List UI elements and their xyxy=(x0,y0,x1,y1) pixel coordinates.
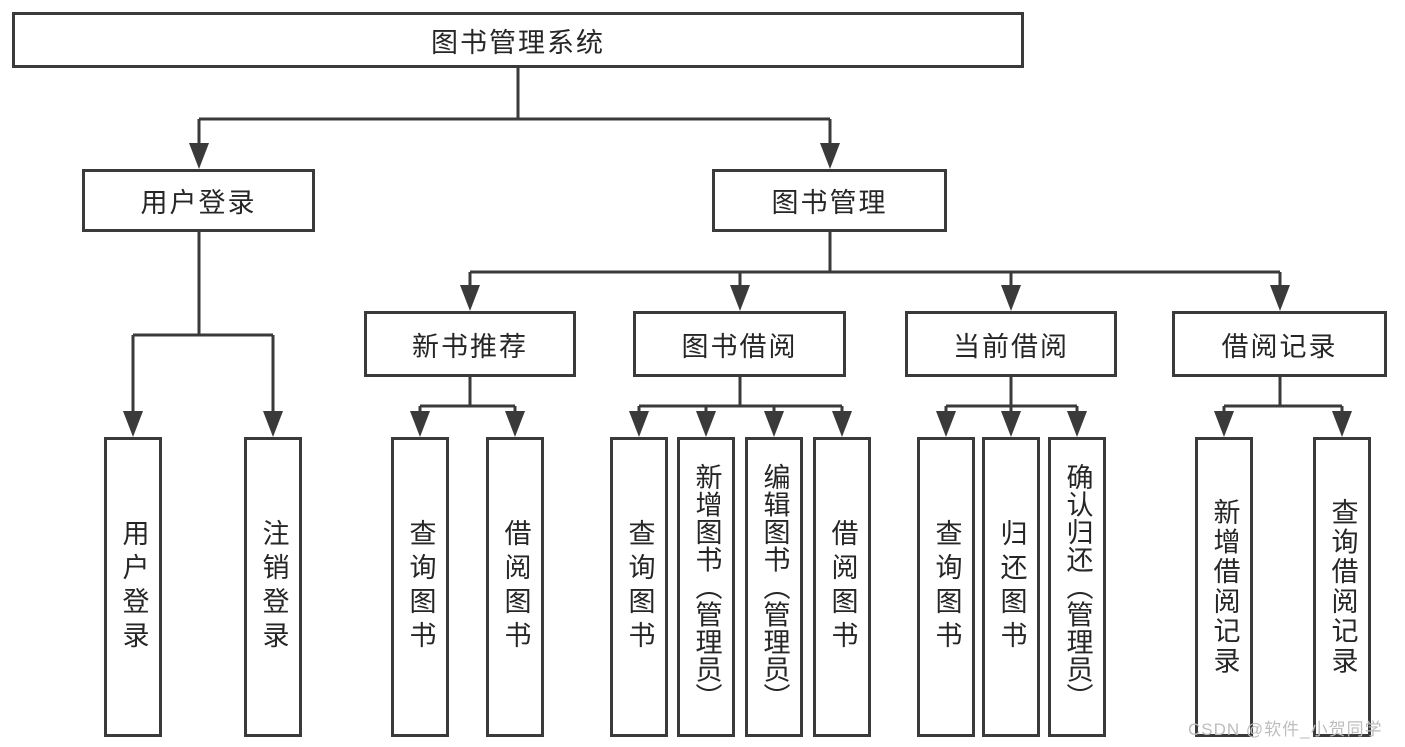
node-book-borrow-label: 图书借阅 xyxy=(681,331,798,362)
leaf-query-borrow-record: 查询借阅记录 xyxy=(1313,437,1371,737)
leaf-add-books-admin: 新增图书（管理员） xyxy=(677,437,735,737)
node-root-label: 图书管理系统 xyxy=(431,27,605,58)
connector-book-management-children xyxy=(460,232,1290,311)
leaf-user-login: 用户登录 xyxy=(104,437,162,737)
node-borrow-records: 借阅记录 xyxy=(1172,311,1387,377)
node-user-login-label: 用户登录 xyxy=(140,188,257,218)
node-new-book-recommend-label: 新书推荐 xyxy=(412,331,528,362)
connector-new-book-recommend-children xyxy=(410,377,525,437)
connector-user-login-children xyxy=(123,232,283,437)
node-new-book-recommend: 新书推荐 xyxy=(364,311,576,377)
connector-root-to-level2 xyxy=(189,68,840,169)
watermark: CSDN @软件_小贺同学 xyxy=(1188,720,1383,739)
node-current-borrow: 当前借阅 xyxy=(905,311,1117,377)
leaf-confirm-return-admin: 确认归还（管理员） xyxy=(1048,437,1106,737)
node-current-borrow-label: 当前借阅 xyxy=(953,331,1069,362)
leaf-borrow-books: 借阅图书 xyxy=(813,437,871,737)
node-root: 图书管理系统 xyxy=(12,12,1024,68)
connector-borrow-records-children xyxy=(1214,377,1352,437)
node-book-management-label: 图书管理 xyxy=(771,188,888,218)
leaf-borrow-books-recommend: 借阅图书 xyxy=(486,437,544,737)
connector-book-borrow-children xyxy=(629,377,852,437)
leaf-logout: 注销登录 xyxy=(244,437,302,737)
connector-current-borrow-children xyxy=(936,377,1087,437)
leaf-add-borrow-record: 新增借阅记录 xyxy=(1195,437,1253,737)
leaf-query-books-recommend: 查询图书 xyxy=(391,437,449,737)
node-book-borrow: 图书借阅 xyxy=(633,311,846,377)
leaf-return-books: 归还图书 xyxy=(982,437,1040,737)
node-user-login: 用户登录 xyxy=(82,169,315,232)
node-borrow-records-label: 借阅记录 xyxy=(1221,331,1338,362)
leaf-query-books-current: 查询图书 xyxy=(917,437,975,737)
node-book-management: 图书管理 xyxy=(712,169,947,232)
leaf-query-books-borrow: 查询图书 xyxy=(610,437,668,737)
leaf-edit-books-admin: 编辑图书（管理员） xyxy=(745,437,803,737)
